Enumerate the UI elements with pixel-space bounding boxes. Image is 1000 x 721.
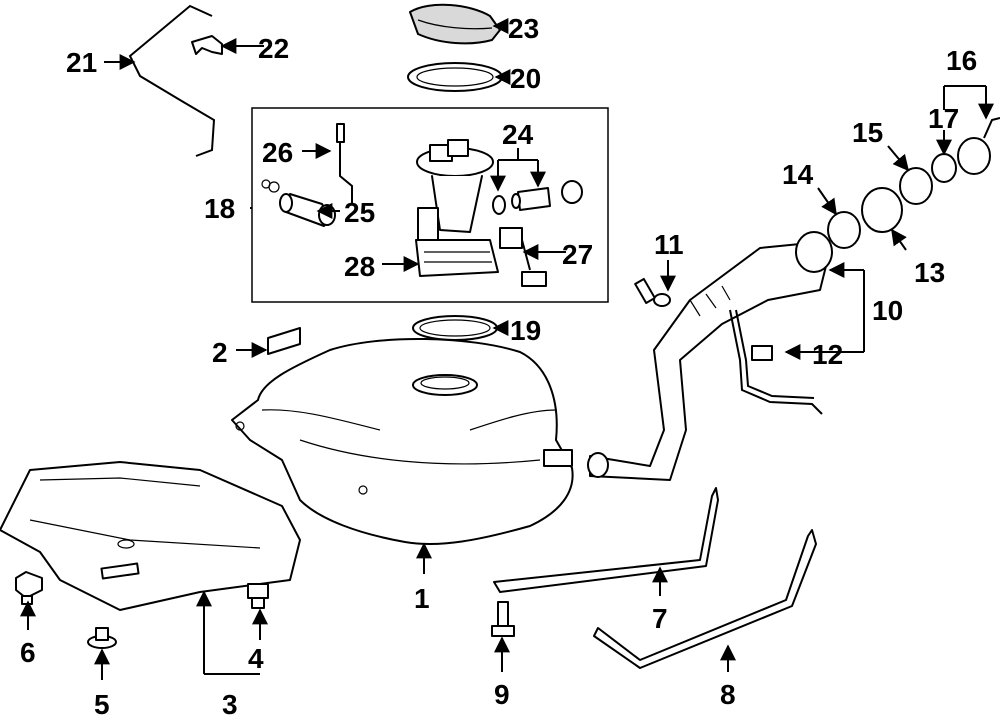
part-8-strap: [593, 529, 817, 669]
callout-17: 17: [928, 103, 959, 134]
part-5-clip: [87, 627, 117, 649]
part-19-gasket: [412, 315, 498, 341]
part-24-filter-regulator: [492, 180, 583, 215]
callout-23: 23: [508, 13, 539, 44]
callout-26: 26: [262, 137, 293, 168]
part-22-clamp: [191, 35, 223, 55]
pump-module-group-box: [251, 107, 609, 303]
part-11-bolt: [634, 277, 671, 307]
callout-8: 8: [720, 679, 736, 710]
callout-6: 6: [20, 637, 36, 668]
leader-lines: [20, 18, 994, 680]
callout-28: 28: [344, 251, 375, 282]
part-12-breather-hose: [729, 309, 823, 415]
callout-7: 7: [652, 603, 668, 634]
callout-13: 13: [914, 257, 945, 288]
callout-2: 2: [212, 337, 228, 368]
part-27-sender-gauge: [499, 227, 547, 287]
part-2-label-plate: [267, 327, 301, 355]
part-16-fuel-cap: [957, 117, 1000, 175]
callout-21: 21: [66, 47, 97, 78]
callout-9: 9: [494, 679, 510, 710]
callout-3: 3: [222, 689, 238, 720]
callout-labels: 1 2 3 4 5 6 7 8 9 10 11 12 13 14 15 16 1…: [20, 13, 977, 720]
callout-18: 18: [204, 193, 235, 224]
part-1-fuel-tank: [231, 338, 574, 545]
part-9-bolt: [491, 601, 515, 637]
part-10-filler-pipe: [587, 231, 833, 481]
callout-11: 11: [654, 229, 684, 260]
callout-19: 19: [510, 315, 541, 346]
callout-10: 10: [872, 295, 903, 326]
part-25-fuel-pump: [261, 179, 336, 227]
callout-14: 14: [782, 159, 814, 190]
part-15-ring: [899, 167, 933, 205]
part-20-lock-ring: [407, 62, 503, 92]
part-23-pump-cover: [409, 3, 501, 45]
callout-24: 24: [502, 119, 534, 150]
callout-22: 22: [258, 33, 289, 64]
part-7-strap: [493, 487, 719, 593]
part-17-cap-seal: [931, 153, 957, 183]
callout-5: 5: [94, 689, 110, 720]
part-6-nut: [15, 571, 43, 605]
callout-25: 25: [344, 197, 375, 228]
part-13-gasket: [861, 187, 903, 233]
part-14-ring: [827, 211, 861, 249]
part-21-vent-tube: [128, 4, 216, 157]
callout-20: 20: [510, 63, 541, 94]
part-3-tank-protector: [0, 461, 301, 611]
callout-4: 4: [248, 643, 264, 674]
callout-16: 16: [946, 45, 977, 76]
callout-15: 15: [852, 117, 883, 148]
callout-1: 1: [414, 583, 430, 614]
part-26-sender-wire: [336, 123, 353, 205]
callout-27: 27: [562, 239, 593, 270]
part-4-clip: [247, 583, 269, 609]
callout-12: 12: [812, 339, 843, 370]
part-28-pump-module: [415, 139, 499, 277]
